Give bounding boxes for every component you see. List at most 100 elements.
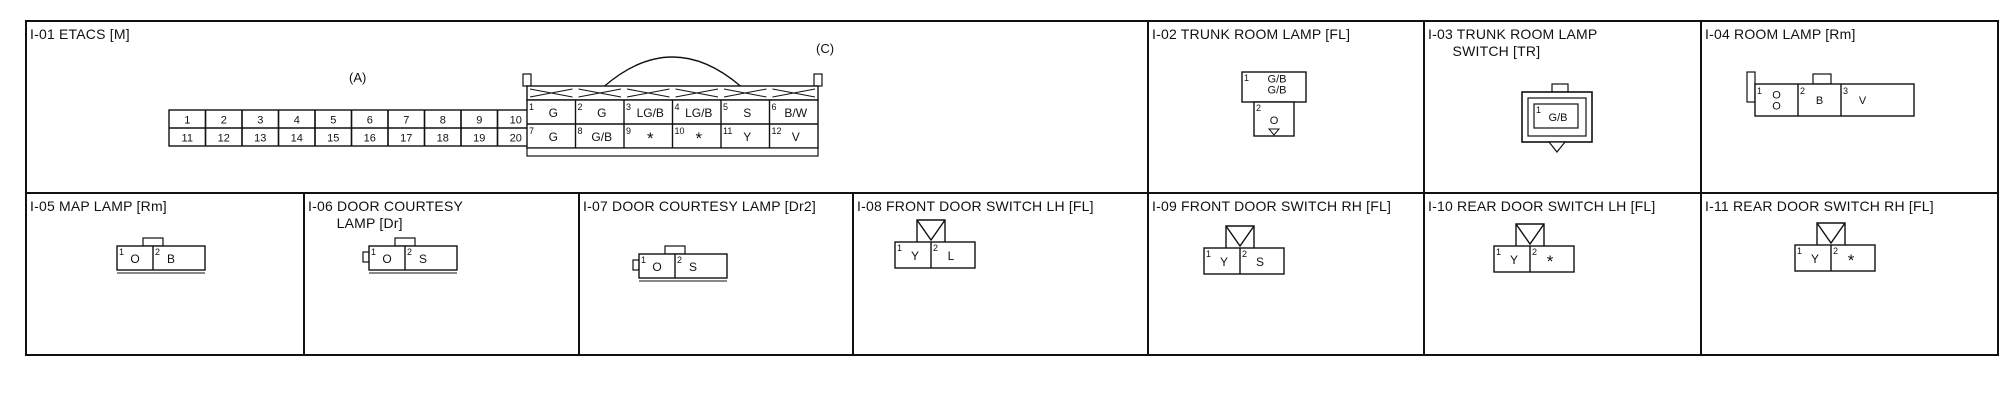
pin-number: 12 — [772, 126, 782, 136]
wire-color-label: Y — [1220, 255, 1228, 269]
v-lock — [916, 219, 946, 242]
wire-color-label: G — [597, 106, 606, 120]
column-divider — [303, 192, 305, 356]
wire-color-label: V — [792, 130, 800, 144]
pin-number: 8 — [578, 126, 583, 136]
pin-number: 10 — [675, 126, 685, 136]
connector-c-label: (C) — [816, 41, 835, 56]
pin-number: 1 — [1496, 247, 1501, 257]
wire-color-label: * — [1848, 251, 1855, 270]
pin-number: 11 — [723, 126, 732, 136]
connector-diagram: 1Y2* — [1493, 223, 1575, 273]
key-triangle — [1547, 141, 1567, 153]
pin-number: 2 — [1242, 249, 1247, 259]
pin1-cavity — [1533, 103, 1579, 129]
pin-number: 1 — [1536, 105, 1541, 115]
wire-color-label: V — [1859, 95, 1867, 107]
pin-number: 1 — [897, 243, 902, 253]
pin-number: 4 — [675, 102, 680, 112]
column-divider — [578, 192, 580, 356]
pin-number: 1 — [184, 115, 190, 127]
side-latch — [632, 259, 640, 271]
pin-number: 2 — [1800, 86, 1805, 96]
pin-number: 6 — [772, 102, 777, 112]
pin1-cavity — [1241, 71, 1307, 103]
pin-number: 17 — [400, 133, 412, 145]
column-divider — [1700, 22, 1702, 356]
connector-title: I-02 TRUNK ROOM LAMP [FL] — [1152, 26, 1351, 42]
key-triangle — [1267, 128, 1281, 136]
wire-color-label: G — [549, 130, 558, 144]
wire-color-label: S — [689, 260, 697, 274]
connector-title: I-08 FRONT DOOR SWITCH LH [FL] — [857, 198, 1094, 214]
pin-number: 1 — [119, 247, 124, 257]
wire-color-label: S — [419, 252, 427, 266]
connector-title: I-01 ETACS [M] — [30, 26, 130, 42]
hatch-mark — [578, 88, 622, 98]
wire-color-label: * — [647, 129, 654, 148]
wire-color-label: S — [1256, 255, 1264, 269]
pin-number: 1 — [529, 102, 534, 112]
connector-housing — [894, 241, 976, 269]
pin-number: 2 — [221, 115, 227, 127]
connector-c-top-band — [526, 85, 819, 101]
connector-c-bottom-band — [526, 147, 819, 157]
connector-housing — [368, 245, 458, 271]
pin-number: 2 — [578, 102, 583, 112]
wire-color-label: B — [1816, 95, 1823, 107]
wire-color-label: O — [652, 260, 661, 274]
v-lock — [1515, 223, 1545, 246]
pin-number: 2 — [677, 255, 682, 265]
connector-title: I-05 MAP LAMP [Rm] — [30, 198, 167, 214]
pin-number: 1 — [1206, 249, 1211, 259]
row-divider — [27, 192, 1999, 194]
pin-number: 20 — [510, 133, 522, 145]
lock-tab — [1812, 73, 1832, 85]
wire-color-label: B/W — [784, 106, 807, 120]
pin-number: 7 — [403, 115, 409, 127]
wire-color-label: LG/B — [637, 106, 664, 120]
hatch-mark — [529, 88, 573, 98]
lock-tab — [142, 237, 164, 247]
v-lock — [1816, 222, 1846, 245]
hatch-mark — [772, 88, 816, 98]
lock-tab — [1551, 83, 1569, 93]
pin-number: 13 — [254, 133, 266, 145]
pin-number: 1 — [1757, 86, 1762, 96]
pin-number: 5 — [723, 102, 728, 112]
wire-color-label: Y — [911, 249, 919, 263]
column-divider — [852, 192, 854, 356]
pin-number: 1 — [1244, 73, 1249, 83]
pin-number: 2 — [155, 247, 160, 257]
wire-color-label: O — [130, 252, 139, 266]
pin-number: 2 — [407, 247, 412, 257]
pin-number: 2 — [933, 243, 938, 253]
pin-number: 16 — [364, 133, 376, 145]
pin-number: 19 — [473, 133, 485, 145]
pin-number: 3 — [1843, 86, 1848, 96]
v-lock — [1225, 225, 1255, 248]
pin-number: 7 — [529, 126, 534, 136]
wire-color-label: S — [743, 106, 751, 120]
connector-title: I-03 TRUNK ROOM LAMP SWITCH [TR] — [1428, 26, 1598, 59]
wire-color-label: O — [1270, 115, 1279, 127]
pin-number: 5 — [330, 115, 336, 127]
latch-left — [522, 73, 532, 87]
pin-number: 1 — [371, 247, 376, 257]
pin-number: 2 — [1532, 247, 1537, 257]
side-latch — [1746, 71, 1756, 103]
hatch-mark — [675, 88, 719, 98]
